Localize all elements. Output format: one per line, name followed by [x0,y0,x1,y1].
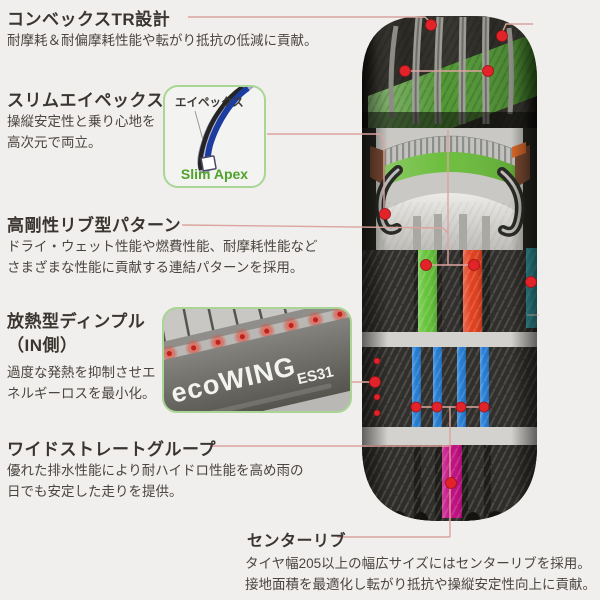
apex-cross-section-drawing [194,87,254,174]
dot-dimple-small-3 [373,409,381,417]
slim-apex-caption: Slim Apex [180,166,249,182]
callout-line-convex-right [501,23,533,34]
feature-desc-slim-apex: 操縦安定性と乗り心地を高次元で両立。 [7,114,156,150]
sidewall-photo-drawing: ecoWING ES31 [164,309,350,411]
feature-title-slim-apex: スリムエイペックス [7,91,164,110]
feature-desc-wide-groove: 優れた排水性能により耐ハイドロ性能を高め雨の日でも安定した走りを提供。 [7,463,304,499]
dot-rib-green [420,259,432,271]
feature-title-rib-pattern: 高剛性リブ型パターン [7,216,182,235]
dot-groove-1 [410,401,422,413]
feature-desc-rib-pattern: ドライ・ウェット性能や燃費性能、耐摩耗性能などさまざまな性能に貢献する連結パター… [7,239,318,275]
callout-dots [369,19,537,489]
feature-title-convex-tr: コンベックスTR設計 [7,10,171,29]
tread-section-middle [362,347,537,427]
dot-dimple-small-2 [373,393,381,401]
feature-desc-center-rib: タイヤ幅205以上の幅広サイズにはセンターリブを採用。接地面積を最適化し転がり抵… [245,556,596,592]
feature-desc-convex-tr: 耐摩耗＆耐偏摩耗性能や転がり抵抗の低減に貢献。 [7,33,318,48]
separator-band-1 [362,332,537,347]
dot-convex-left [425,19,437,31]
feature-title-dimple: 放熱型ディンプル [7,312,146,331]
slim-apex-figure: エイペックス Slim Apex [163,85,266,188]
dot-slim-apex-bead [379,208,391,220]
callout-line-rib-pattern [181,224,449,265]
feature-title-dimple-side: （IN側） [7,336,78,355]
feature-title-center-rib: センターリブ [247,533,347,550]
callout-line-slim-apex [267,133,385,209]
dot-dimple-main [369,376,381,388]
dot-groove-3 [455,401,467,413]
dot-tread-band-right [482,65,494,77]
dot-tread-band-left [399,65,411,77]
apex-label: エイペックス [175,97,244,109]
tread-section-upper [362,248,537,332]
dot-center-rib [445,477,457,489]
callout-lines [181,16,539,538]
dot-groove-4 [478,401,490,413]
feature-title-wide-groove: ワイドストレートグループ [7,440,216,459]
dot-shoulder-teal [525,276,537,288]
tire-cutaway-section [362,128,537,252]
dot-convex-right [496,30,508,42]
dot-rib-red [468,259,480,271]
feature-desc-dimple: 過度な発熱を抑制させエネルギーロスを最小化。 [7,365,156,401]
dot-dimple-small-1 [373,357,381,365]
dimple-figure: ecoWING ES31 [162,307,352,413]
dot-groove-2 [431,401,443,413]
apex-core-square [200,155,217,172]
